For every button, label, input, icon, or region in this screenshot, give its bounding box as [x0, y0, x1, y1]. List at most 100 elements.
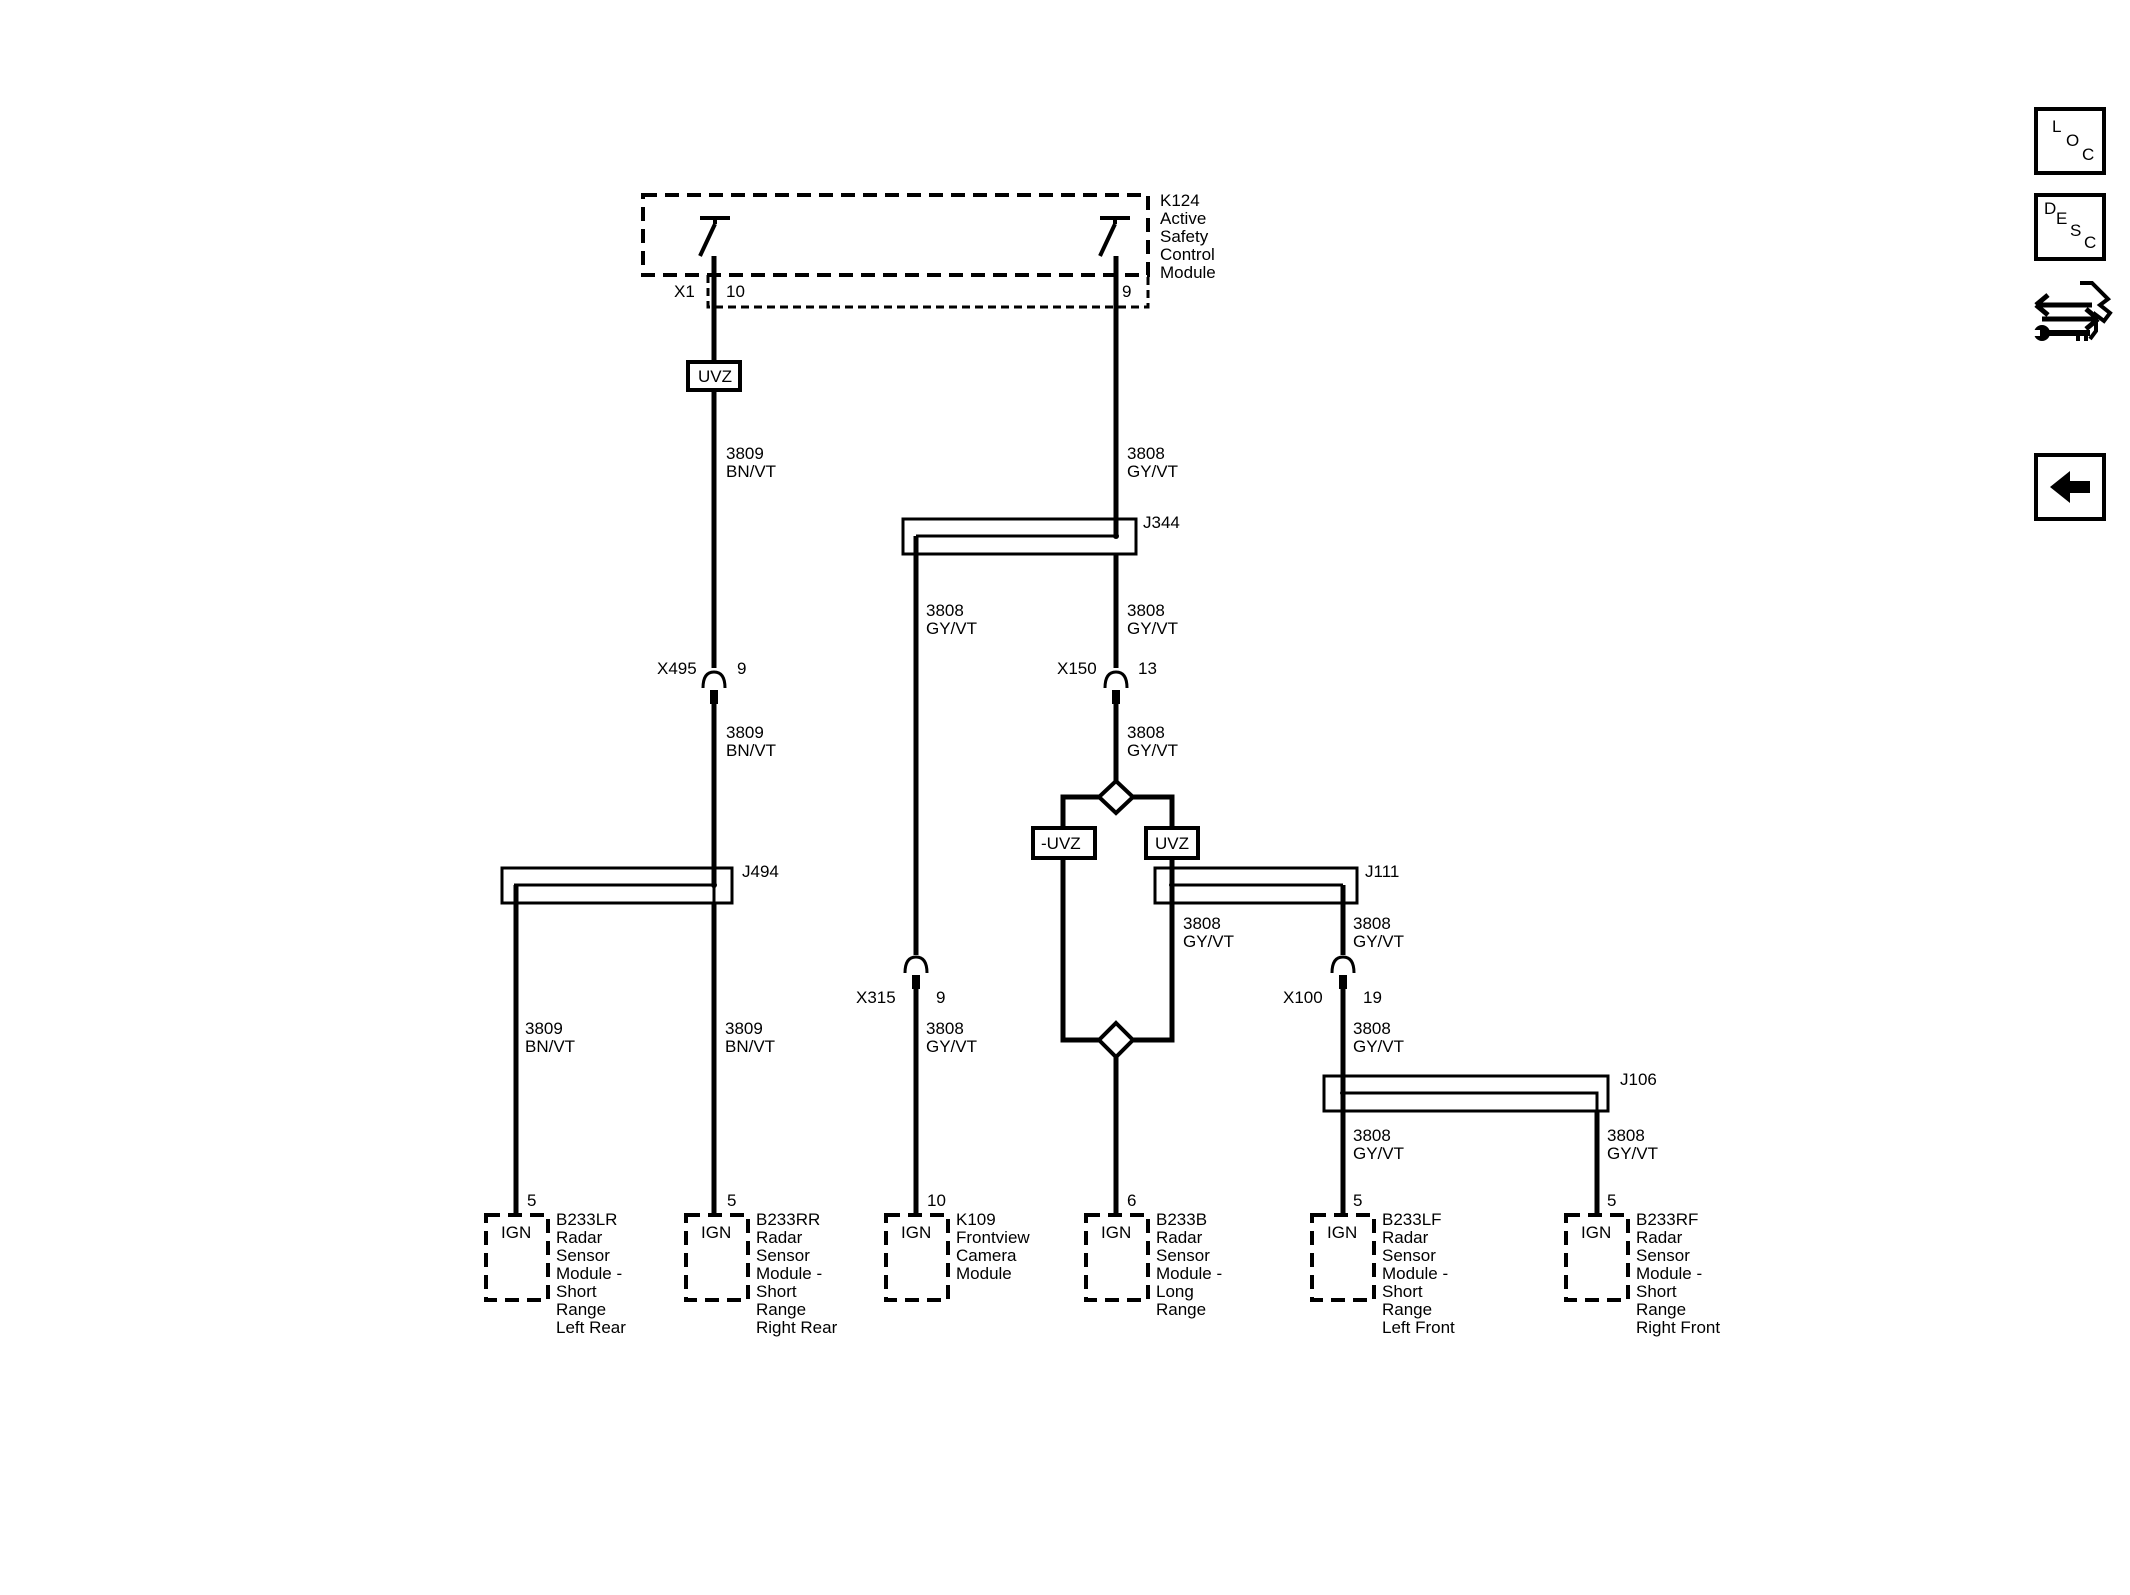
component-line: Module: [956, 1264, 1012, 1283]
option-diamond: [1096, 1020, 1136, 1060]
pin-label: 5: [527, 1191, 536, 1210]
pin-label: 9: [1122, 282, 1131, 301]
terminal-label: IGN: [1581, 1223, 1611, 1242]
splice-label: J494: [742, 862, 779, 881]
circuit-number: 3808: [1127, 723, 1165, 742]
component-b233rf: 5 IGN B233RF Radar Sensor Module - Short…: [1564, 1191, 1720, 1337]
component-line: Range: [556, 1300, 606, 1319]
wire-color: BN/VT: [725, 1037, 775, 1056]
connector-label: X1: [674, 282, 695, 301]
pin-label: 10: [927, 1191, 946, 1210]
component-id: B233RR: [756, 1210, 820, 1229]
circuit-number: 3808: [1353, 914, 1391, 933]
component-line: Module -: [1636, 1264, 1702, 1283]
back-arrow-icon: [2050, 471, 2090, 503]
terminal-label: IGN: [901, 1223, 931, 1242]
component-line: Short: [756, 1282, 797, 1301]
wire-color: GY/VT: [1183, 932, 1234, 951]
connector-label: X150: [1057, 659, 1097, 678]
arrows-wrench-icon: [2032, 281, 2113, 341]
desc-letter-c: C: [2084, 233, 2097, 252]
circuit-number: 3808: [1353, 1019, 1391, 1038]
component-line: Left Front: [1382, 1318, 1455, 1337]
wire-color: GY/VT: [1353, 932, 1404, 951]
switch-symbol: [1098, 216, 1130, 257]
inline-connector-male: [710, 690, 718, 704]
circuit-number: 3808: [1183, 914, 1221, 933]
component-b233rr: 5 IGN B233RR Radar Sensor Module - Short…: [684, 1191, 838, 1337]
component-line: Long: [1156, 1282, 1194, 1301]
component-id: B233LF: [1382, 1210, 1442, 1229]
pin-label: 6: [1127, 1191, 1136, 1210]
component-line: Module -: [556, 1264, 622, 1283]
module-name-line: Active: [1160, 209, 1206, 228]
component-line: Right Rear: [756, 1318, 838, 1337]
service-button[interactable]: [2030, 275, 2114, 355]
circuit-number: 3808: [1127, 601, 1165, 620]
component-line: Module -: [756, 1264, 822, 1283]
terminal-label: IGN: [1101, 1223, 1131, 1242]
component-line: Short: [1636, 1282, 1677, 1301]
component-line: Short: [1382, 1282, 1423, 1301]
circuit-3809: UVZ 3809 BN/VT X495 9 3809 BN/VT J494 38…: [500, 256, 779, 1215]
splice-label: J344: [1143, 513, 1180, 532]
pin-label: 10: [726, 282, 745, 301]
component-line: Sensor: [1636, 1246, 1690, 1265]
component-line: Sensor: [756, 1246, 810, 1265]
component-line: Radar: [756, 1228, 803, 1247]
component-line: Radar: [1382, 1228, 1429, 1247]
component-id: B233RF: [1636, 1210, 1698, 1229]
inline-connector-female: [701, 670, 727, 689]
pin-label: 13: [1138, 659, 1157, 678]
component-id: B233LR: [556, 1210, 617, 1229]
desc-letter-e: E: [2056, 209, 2068, 228]
module-id: K124: [1160, 191, 1200, 210]
wire-color: GY/VT: [1127, 619, 1178, 638]
uvz-label: UVZ: [698, 367, 732, 386]
terminal-label: IGN: [1327, 1223, 1357, 1242]
desc-button[interactable]: D E S C: [2034, 193, 2106, 261]
wire-color: BN/VT: [726, 462, 776, 481]
component-line: Short: [556, 1282, 597, 1301]
wire-color: GY/VT: [1127, 741, 1178, 760]
uvz-box: [1144, 826, 1200, 860]
neg-uvz-label: -UVZ: [1041, 834, 1081, 853]
loc-letter-c: C: [2082, 145, 2095, 164]
component-id: K109: [956, 1210, 996, 1229]
inline-connector-female: [1330, 955, 1356, 974]
component-line: Range: [756, 1300, 806, 1319]
uvz-label: UVZ: [1155, 834, 1189, 853]
pin-label: 5: [1607, 1191, 1616, 1210]
component-line: Frontview: [956, 1228, 1030, 1247]
switch-symbol: [698, 216, 730, 257]
back-button[interactable]: [2034, 453, 2106, 521]
pin-label: 9: [936, 988, 945, 1007]
terminal-label: IGN: [501, 1223, 531, 1242]
splice-pack: [500, 866, 734, 905]
circuit-number: 3809: [725, 1019, 763, 1038]
component-b233b: 6 IGN B233B Radar Sensor Module - Long R…: [1084, 1191, 1222, 1319]
loc-button[interactable]: L O C: [2034, 107, 2106, 175]
circuit-number: 3809: [726, 723, 764, 742]
connector-label: X100: [1283, 988, 1323, 1007]
pin-label: 19: [1363, 988, 1382, 1007]
splice-pack: [901, 517, 1138, 556]
pin-label: 5: [727, 1191, 736, 1210]
circuit-number: 3808: [1127, 444, 1165, 463]
module-name-line: Control: [1160, 245, 1215, 264]
inline-connector-male: [912, 975, 920, 989]
component-line: Sensor: [1156, 1246, 1210, 1265]
desc-letter-s: S: [2070, 221, 2082, 240]
splice-label: J106: [1620, 1070, 1657, 1089]
pin-label: 5: [1353, 1191, 1362, 1210]
splice-pack: [1153, 866, 1359, 905]
terminal-label: IGN: [701, 1223, 731, 1242]
module-name-line: Safety: [1160, 227, 1209, 246]
component-b233lf: 5 IGN B233LF Radar Sensor Module - Short…: [1310, 1191, 1455, 1337]
wire-color: GY/VT: [1127, 462, 1178, 481]
splice-label: J111: [1365, 862, 1399, 881]
loc-letter-o: O: [2066, 131, 2080, 150]
component-line: Module -: [1382, 1264, 1448, 1283]
k124-module: K124 Active Safety Control Module X1 10 …: [641, 191, 1216, 309]
